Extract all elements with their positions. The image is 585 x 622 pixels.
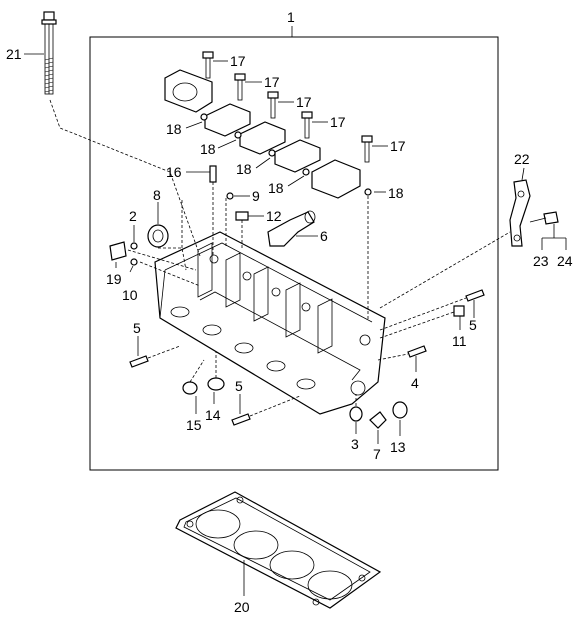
label-2: 2 <box>129 208 137 224</box>
label-20: 20 <box>234 599 250 615</box>
label-1: 1 <box>287 9 295 25</box>
label-17e: 17 <box>390 138 406 154</box>
stud-5-bottom <box>231 394 301 426</box>
bolt-23-24 <box>529 211 567 250</box>
label-17c: 17 <box>296 94 312 110</box>
cam-cap-front <box>164 69 213 113</box>
label-22: 22 <box>514 151 530 167</box>
label-18e: 18 <box>388 185 404 201</box>
dash-22-to-head <box>379 231 511 309</box>
label-18c: 18 <box>236 161 252 177</box>
label-18a: 18 <box>166 121 182 137</box>
bracket-22 <box>509 167 531 247</box>
plugs-3-7-13 <box>349 394 408 444</box>
callout-labels: 1 21 17 17 17 17 17 18 18 18 18 18 16 8 … <box>6 9 573 615</box>
label-14: 14 <box>205 407 221 423</box>
label-5a: 5 <box>133 320 141 336</box>
label-15: 15 <box>186 417 202 433</box>
label-12: 12 <box>266 208 282 224</box>
cam-cap-bolts <box>202 51 373 163</box>
label-24: 24 <box>557 253 573 269</box>
bolt-12 <box>235 211 264 248</box>
pin-16 <box>209 165 217 256</box>
label-18d: 18 <box>268 180 284 196</box>
label-5b: 5 <box>469 317 477 333</box>
plug-2-10 <box>129 225 138 273</box>
plug-11 <box>379 305 465 339</box>
label-5c: 5 <box>235 378 243 394</box>
dowel-sleeves <box>200 113 372 196</box>
cap-9 <box>226 192 250 200</box>
seal-14-15 <box>182 352 225 414</box>
stud-5-left <box>129 336 181 368</box>
leaders-18 <box>185 121 386 193</box>
label-3: 3 <box>351 436 359 452</box>
centerline-21 <box>49 99 201 257</box>
label-11: 11 <box>452 333 467 349</box>
label-6: 6 <box>320 228 328 244</box>
label-10: 10 <box>122 287 138 303</box>
label-17d: 17 <box>330 114 346 130</box>
label-16: 16 <box>166 164 182 180</box>
label-17a: 17 <box>230 53 246 69</box>
label-9: 9 <box>252 188 260 204</box>
label-18b: 18 <box>200 141 216 157</box>
oil-seal-8 <box>147 202 169 248</box>
cam-caps <box>204 103 361 199</box>
label-21: 21 <box>6 46 22 62</box>
stud-5-right <box>379 289 485 331</box>
leaders-17 <box>213 60 388 147</box>
dashed-guides <box>127 196 369 320</box>
label-7: 7 <box>373 446 381 462</box>
water-outlet-6 <box>267 210 318 247</box>
label-13: 13 <box>390 439 406 455</box>
stud-4 <box>377 345 427 372</box>
label-8: 8 <box>153 187 161 203</box>
assembly-frame <box>89 36 499 471</box>
label-23: 23 <box>533 253 549 269</box>
label-4: 4 <box>411 375 419 391</box>
label-17b: 17 <box>264 74 280 90</box>
head-gasket <box>175 491 382 609</box>
head-bolt <box>41 11 57 95</box>
label-19: 19 <box>106 271 122 287</box>
sleeve-19 <box>109 241 127 268</box>
